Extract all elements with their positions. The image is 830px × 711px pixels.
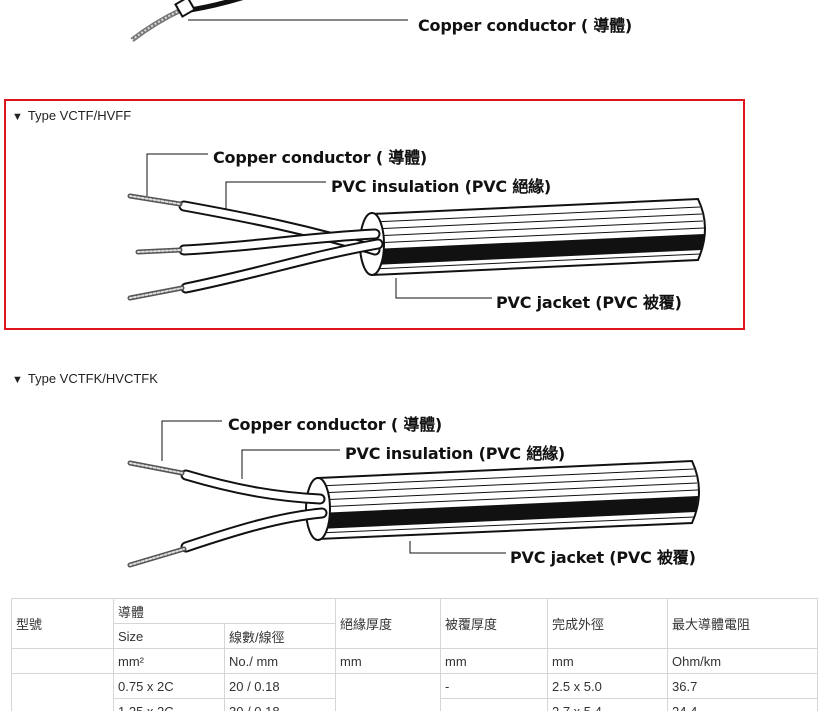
- vctfk-cable-illustration: [127, 420, 700, 568]
- header-size: Size: [113, 623, 225, 649]
- header-jacket-thickness: 被覆厚度: [440, 598, 548, 649]
- cell-resistance: 36.7: [667, 673, 818, 699]
- table-row: 1.25 x 2C 30 / 0.18 2.7 x 5.4 24.4: [12, 698, 818, 711]
- vctfk-conductor-label: Copper conductor ( 導體): [228, 415, 443, 434]
- units-empty: [11, 648, 114, 674]
- section-title-vctfk: ▼ Type VCTFK/HVCTFK: [12, 371, 158, 386]
- header-outer-diameter: 完成外徑: [547, 598, 668, 649]
- cell-jacket: -: [440, 673, 548, 699]
- vctf-jacket-label: PVC jacket (PVC 被覆): [496, 293, 682, 312]
- vctfk-insulation-label: PVC insulation (PVC 絕緣): [345, 444, 566, 463]
- header-conductor: 導體: [113, 598, 336, 624]
- unit-cell: mm: [547, 648, 668, 674]
- previous-diagram-fragment: Copper conductor ( 導體): [0, 0, 830, 60]
- unit-cell: mm: [440, 648, 548, 674]
- cell-jacket: [440, 698, 548, 711]
- cell-strands: 30 / 0.18: [224, 698, 336, 711]
- header-model: 型號: [11, 598, 114, 649]
- table-row: VCTF 0.75 x 2C 20 / 0.18 - 2.5 x 5.0 36.…: [11, 673, 818, 711]
- unit-cell: mm²: [113, 648, 225, 674]
- previous-cable-illustration: [130, 0, 408, 42]
- unit-cell: No./ mm: [224, 648, 336, 674]
- vctfk-cable-diagram: Copper conductor ( 導體) PVC insulation (P…: [0, 405, 830, 590]
- section-title-text: Type VCTF/HVFF: [27, 108, 132, 123]
- table-subheader-row: Size 線數/線徑: [12, 623, 818, 649]
- vctf-insulation-label: PVC insulation (PVC 絕緣): [331, 177, 552, 196]
- header-max-resistance: 最大導體電阻: [667, 598, 818, 649]
- top-conductor-label: Copper conductor ( 導體): [418, 16, 633, 35]
- section-title-text: Type VCTFK/HVCTFK: [27, 371, 158, 386]
- section-title-vctf: ▼ Type VCTF/HVFF: [12, 108, 131, 123]
- highlight-frame: [4, 99, 745, 330]
- triangle-down-icon: ▼: [12, 374, 23, 386]
- cell-size: 1.25 x 2C: [113, 698, 225, 711]
- cell-resistance: 24.4: [667, 698, 818, 711]
- table-units-row: mm² No./ mm mm mm mm Ohm/km: [11, 648, 818, 674]
- header-strands: 線數/線徑: [224, 623, 336, 649]
- cell-diameter: 2.5 x 5.0: [547, 673, 668, 699]
- header-insulation-thickness: 絕緣厚度: [335, 598, 441, 649]
- unit-cell: Ohm/km: [667, 648, 818, 674]
- table-header-row: 型號 導體 絕緣厚度 被覆厚度 完成外徑 最大導體電阻: [11, 598, 818, 649]
- triangle-down-icon: ▼: [12, 111, 23, 123]
- cell-strands: 20 / 0.18: [224, 673, 336, 699]
- cell-size: 0.75 x 2C: [113, 673, 225, 699]
- unit-cell: mm: [335, 648, 441, 674]
- cell-diameter: 2.7 x 5.4: [547, 698, 668, 711]
- vctfk-jacket-label: PVC jacket (PVC 被覆): [510, 548, 696, 567]
- vctf-conductor-label: Copper conductor ( 導體): [213, 148, 428, 167]
- row-model-cell: VCTF: [11, 673, 114, 711]
- cell-insulation: [335, 673, 441, 711]
- spec-table: 型號 導體 絕緣厚度 被覆厚度 完成外徑 最大導體電阻 Size 線數/線徑 m…: [11, 598, 818, 711]
- vctf-cable-illustration: [127, 153, 706, 301]
- vctf-cable-diagram: Copper conductor ( 導體) PVC insulation (P…: [0, 138, 830, 328]
